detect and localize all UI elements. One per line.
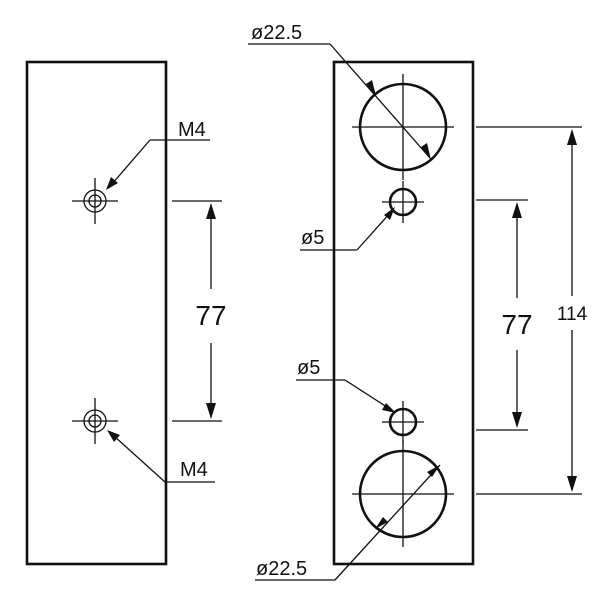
left-spacing-dimension <box>172 200 222 422</box>
right-plate-outline <box>332 60 475 566</box>
left-plate-outline <box>25 60 168 566</box>
small-hole-top <box>382 181 424 223</box>
thread-bottom-leader <box>107 430 215 483</box>
right-inner-dimension <box>476 199 528 431</box>
small-hole-bottom-label: ø5 <box>297 357 320 379</box>
left-spacing-label: 77 <box>195 300 226 331</box>
right-inner-spacing-label: 77 <box>501 309 532 340</box>
thread-top-leader <box>106 139 210 190</box>
small-hole-top-label: ø5 <box>301 227 324 249</box>
right-view: ø22.5 ø5 ø5 ø22.5 <box>248 22 588 581</box>
right-outer-spacing-label: 114 <box>557 304 588 325</box>
left-view: M4 M4 77 <box>25 60 227 566</box>
large-hole-bottom-leader <box>255 464 441 581</box>
small-hole-bottom <box>382 401 424 443</box>
large-hole-bottom-label: ø22.5 <box>256 558 307 580</box>
right-outer-dimension <box>476 126 582 495</box>
thread-hole-top <box>72 178 118 224</box>
large-hole-bottom <box>352 441 454 547</box>
small-hole-top-leader <box>300 207 395 251</box>
large-hole-top-leader <box>248 43 431 160</box>
thread-top-label: M4 <box>178 119 206 141</box>
thread-hole-bottom <box>72 398 118 444</box>
small-hole-bottom-leader <box>296 379 396 413</box>
thread-bottom-label: M4 <box>180 459 208 481</box>
large-hole-top-label: ø22.5 <box>251 22 302 44</box>
